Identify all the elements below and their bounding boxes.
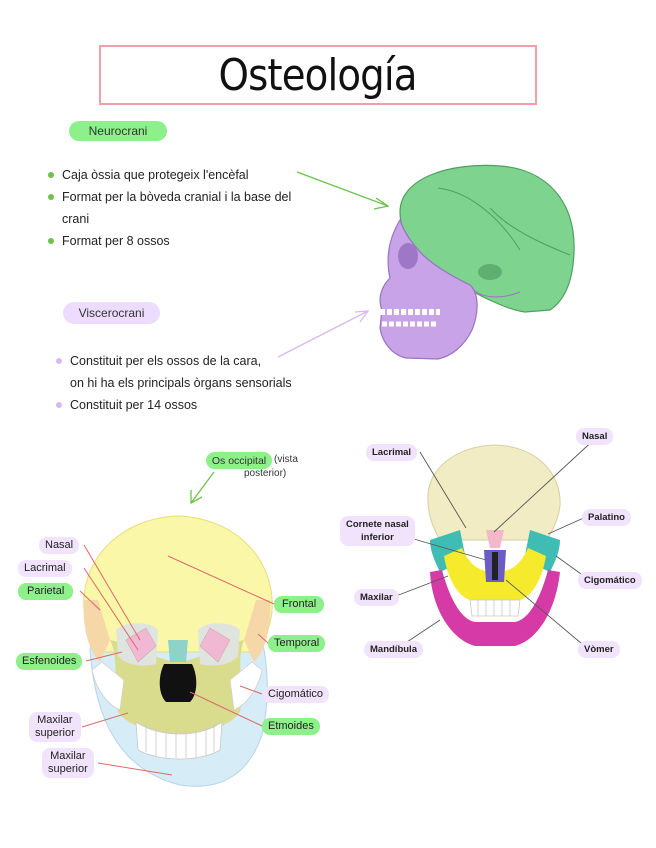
label-maxilar-superior-2-line-2: superior — [48, 763, 88, 775]
label-esfenoides: Esfenoides — [16, 653, 83, 670]
label-right-maxilar: Maxilar — [354, 589, 399, 606]
occipital-note-line-1: (vista — [274, 454, 298, 465]
label-right-cornete: Cornete nasal inferior — [340, 516, 415, 546]
occipital-note: (vista posterior) — [244, 453, 298, 481]
label-maxilar-superior-2: Maxilar superior — [42, 748, 94, 778]
label-maxilar-superior-1: Maxilar superior — [29, 712, 81, 742]
viscerocrani-bullet-1: Constituit per els ossos de la cara, — [56, 350, 356, 372]
occipital-note-line-2: posterior) — [244, 468, 287, 479]
label-parietal: Parietal — [18, 583, 74, 600]
label-nasal: Nasal — [39, 537, 80, 554]
neurocrani-bullets: Caja òssia que protegeix l'encèfal Forma… — [48, 164, 318, 252]
neurocrani-bullet-2-cont: crani — [62, 212, 90, 226]
viscerocrani-bullets: Constituit per els ossos de la cara, on … — [56, 350, 356, 416]
viscerocrani-bullet-2: Constituit per 14 ossos — [56, 394, 356, 416]
label-frontal: Frontal — [274, 596, 325, 613]
arrow-occipital — [190, 471, 215, 505]
label-maxilar-superior-1-line-2: superior — [35, 727, 75, 739]
label-right-palatino: Palatino — [582, 509, 631, 526]
label-right-cigomatico: Cigomático — [578, 572, 642, 589]
label-lacrimal: Lacrimal — [18, 560, 72, 577]
label-right-lacrimal: Lacrimal — [366, 444, 418, 461]
label-etmoides: Etmoides — [262, 718, 320, 735]
viscerocrani-bullet-1-cont: on hi ha els principals òrgans sensorial… — [70, 376, 292, 390]
label-maxilar-superior-2-line-1: Maxilar — [50, 750, 86, 762]
lateral-skull-illustration — [379, 164, 575, 360]
page-title: Osteología — [218, 49, 418, 101]
neurocrani-bullet-2: Format per la bòveda cranial i la base d… — [48, 186, 318, 208]
label-right-mandibula: Mandíbula — [364, 641, 423, 658]
title-box: Osteología — [99, 45, 537, 105]
occipital-pill: Os occipital — [206, 452, 272, 469]
viscerocrani-pill: Viscerocrani — [63, 302, 160, 324]
label-maxilar-superior-1-line-1: Maxilar — [37, 714, 73, 726]
label-right-cornete-line-1: Cornete nasal — [346, 519, 409, 530]
label-temporal: Temporal — [268, 635, 326, 652]
arrow-neurocrani — [296, 171, 390, 210]
neurocrani-bullet-1: Caja òssia que protegeix l'encèfal — [48, 164, 318, 186]
neurocrani-bullet-3: Format per 8 ossos — [48, 230, 318, 252]
label-right-nasal: Nasal — [576, 428, 614, 445]
label-right-vomer: Vòmer — [578, 641, 620, 658]
label-cigomatico: Cigomático — [262, 686, 330, 703]
label-right-cornete-line-2: inferior — [361, 532, 394, 543]
arrow-viscerocrani — [277, 310, 370, 358]
neurocrani-pill: Neurocrani — [69, 121, 167, 141]
